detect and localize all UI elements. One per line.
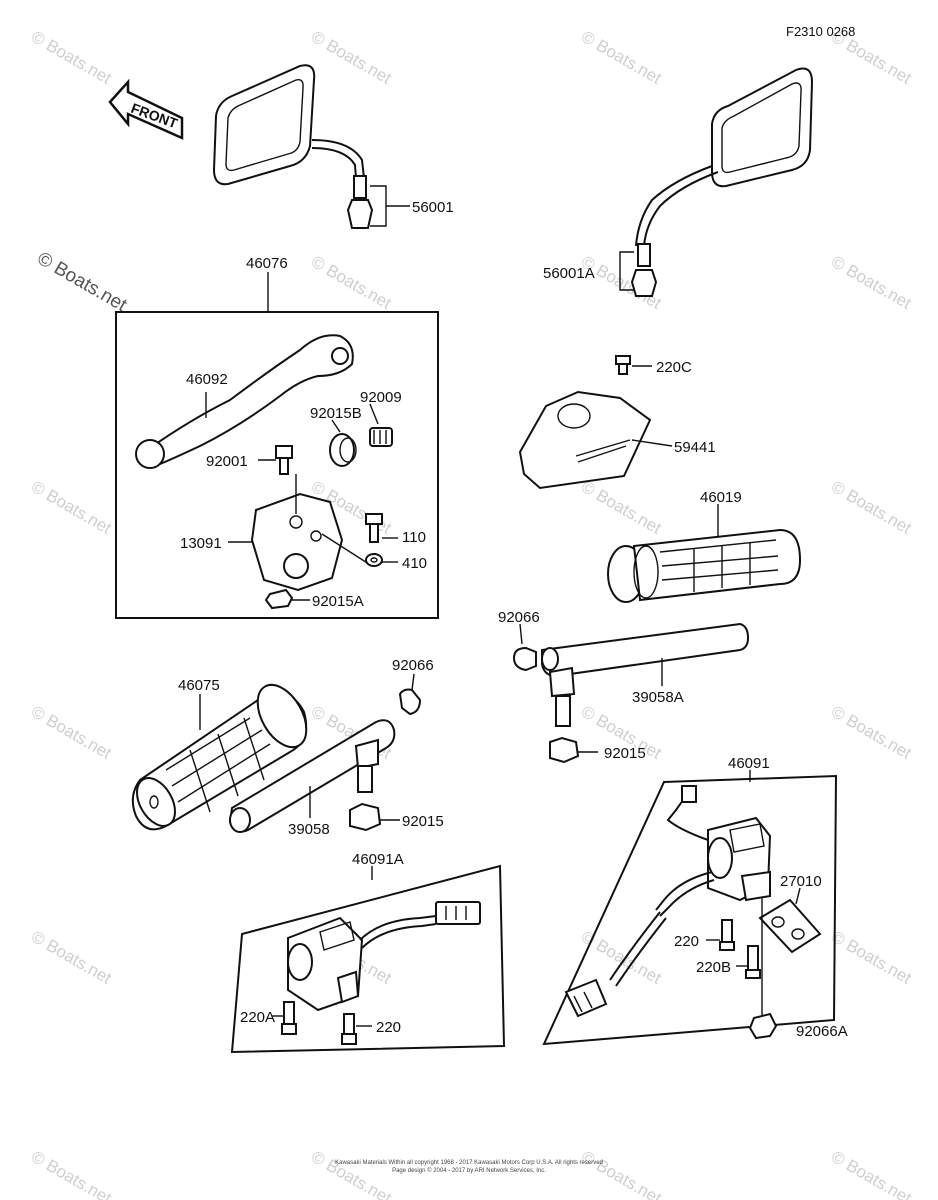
screw-110: [365, 513, 398, 543]
switch-assembly-box-right: [542, 774, 838, 1046]
nut-92015-left: [349, 802, 400, 832]
switch-assembly-box-left: [230, 864, 506, 1054]
label-46019: 46019: [700, 489, 742, 506]
label-220-right: 220: [674, 933, 699, 950]
adjuster-knob: [329, 433, 357, 467]
label-92015-right: 92015: [604, 745, 646, 762]
left-grip-46075: [131, 683, 308, 831]
label-92001: 92001: [206, 453, 248, 470]
left-mirror: [212, 64, 410, 229]
figure-code: F2310 0268: [786, 24, 855, 39]
label-220c: 220C: [656, 359, 692, 376]
footer-line2: Page design © 2004 - 2017 by ARI Network…: [392, 1167, 546, 1174]
label-92066-left: 92066: [392, 657, 434, 674]
label-46076: 46076: [246, 255, 288, 272]
watermark: © Boats.net: [308, 1147, 395, 1200]
screw-220-right: [706, 919, 735, 951]
watermark: © Boats.net: [578, 27, 665, 88]
watermark: © Boats.net: [828, 702, 915, 763]
label-92066a: 92066A: [796, 1023, 848, 1040]
lever-holder-13091: [250, 474, 344, 592]
label-46091: 46091: [728, 755, 770, 772]
watermark: © Boats.net: [828, 477, 915, 538]
watermark: © Boats.net: [828, 252, 915, 313]
cover-59441: [518, 390, 673, 490]
watermark: © Boats.net: [28, 27, 115, 88]
tube-39058a: [541, 622, 750, 727]
watermark: © Boats.net: [28, 927, 115, 988]
label-56001: 56001: [412, 199, 454, 216]
pivot-bolt-92001: [275, 445, 293, 475]
watermark: © Boats.net: [308, 252, 395, 313]
screw-220-left: [341, 1013, 372, 1045]
nut-92015a: [264, 588, 310, 610]
cap-92066-right: [512, 623, 537, 672]
tube-39058: [228, 719, 396, 833]
watermark: © Boats.net: [828, 927, 915, 988]
screw-220a: [272, 1001, 297, 1035]
cap-92066-left: [398, 673, 422, 716]
washer-410: [365, 553, 398, 567]
label-92015a: 92015A: [312, 593, 364, 610]
front-arrow-icon: FRONT: [108, 78, 184, 140]
plate-27010: [758, 887, 822, 954]
label-27010: 27010: [780, 873, 822, 890]
label-56001a: 56001A: [543, 265, 595, 282]
watermark: © Boats.net: [28, 477, 115, 538]
label-220b: 220B: [696, 959, 731, 976]
label-92066-right: 92066: [498, 609, 540, 626]
label-13091: 13091: [180, 535, 222, 552]
label-92009: 92009: [360, 389, 402, 406]
screw-220b: [736, 945, 761, 979]
label-410: 410: [402, 555, 427, 572]
nut-92015-right: [549, 736, 598, 764]
watermark: © Boats.net: [578, 1147, 665, 1200]
watermark: © Boats.net: [828, 1147, 915, 1200]
label-220-left: 220: [376, 1019, 401, 1036]
label-92015b: 92015B: [310, 405, 362, 422]
brake-lever: [135, 334, 354, 469]
lever-assembly-box: [115, 311, 439, 619]
label-92015-left: 92015: [402, 813, 444, 830]
left-switch-46091a: [287, 901, 481, 1012]
watermark: © Boats.net: [578, 477, 665, 538]
label-59441: 59441: [674, 439, 716, 456]
watermark: © Boats.net: [308, 27, 395, 88]
right-switch-46091: [564, 785, 772, 1018]
label-110: 110: [402, 529, 426, 546]
watermark: © Boats.net: [28, 702, 115, 763]
watermark: © Boats.net: [28, 1147, 115, 1200]
watermark-prominent: © Boats.net: [34, 248, 131, 316]
right-mirror: [619, 67, 814, 297]
label-46091a: 46091A: [352, 851, 404, 868]
cap-92066a: [748, 898, 778, 1040]
screw-220c: [615, 355, 652, 375]
label-39058: 39058: [288, 821, 330, 838]
label-220a: 220A: [240, 1009, 275, 1026]
label-39058a: 39058A: [632, 689, 684, 706]
footer-line1: Kawasaki Materials Within all copyright …: [335, 1160, 603, 1166]
label-46092: 46092: [186, 371, 228, 388]
throttle-grip-46019: [607, 528, 802, 603]
label-46075: 46075: [178, 677, 220, 694]
adjuster-screw: [369, 427, 393, 447]
